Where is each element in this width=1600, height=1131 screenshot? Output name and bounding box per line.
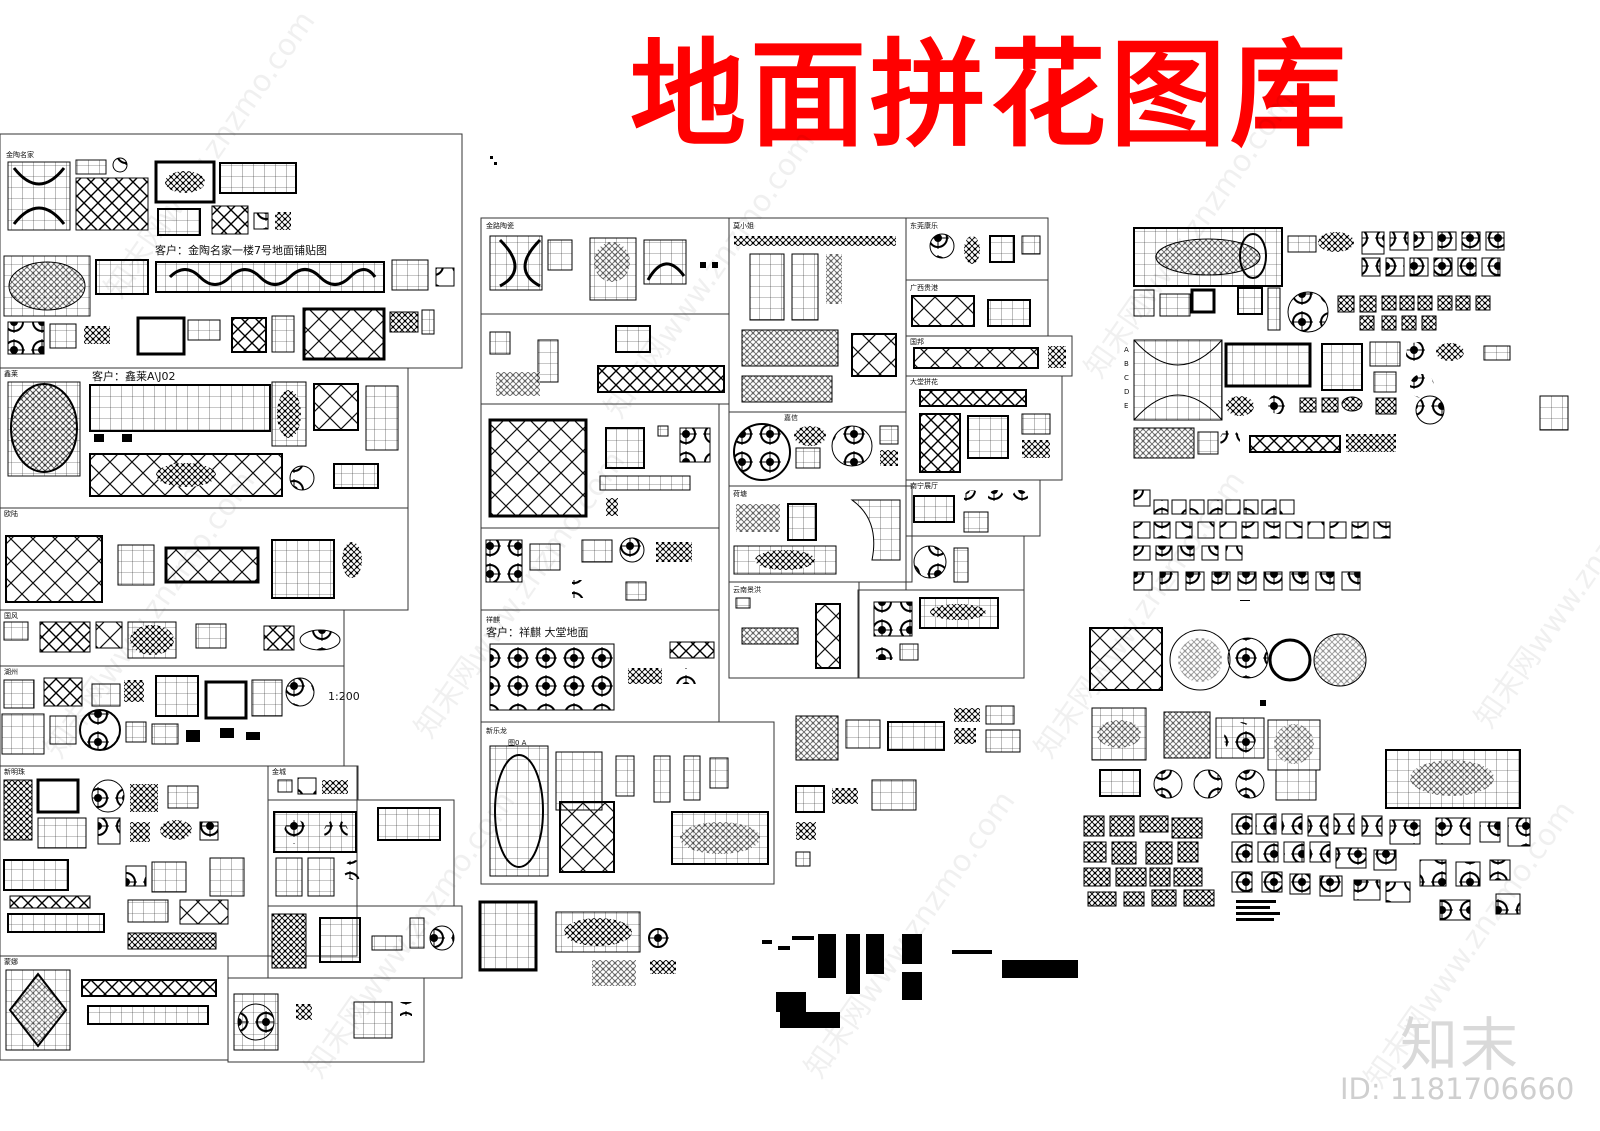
right-cluster-top bbox=[1133, 227, 1505, 333]
sheet-label: 新明珠 bbox=[4, 767, 25, 776]
sheet-label: 金城 bbox=[272, 767, 286, 776]
sheet-label: 金陶名家 bbox=[6, 150, 34, 159]
dimension-label: 1:200 bbox=[328, 690, 360, 703]
sheet-jincheng-b bbox=[480, 313, 730, 405]
stray-marks bbox=[490, 156, 1266, 706]
sheet-label: 大堂拼花 bbox=[910, 377, 938, 386]
sheet-xiangqi: 祥麒 客户：祥麒 大堂地面 bbox=[480, 609, 720, 723]
svg-text:A: A bbox=[1124, 346, 1129, 354]
sheet-mengna: 蒙娜 bbox=[0, 955, 229, 1061]
sheet-label: 国邦 bbox=[910, 337, 924, 346]
sheet-jinlu-taoci bbox=[480, 527, 720, 611]
sheet-xinlelong: 新乐龙 图0 A bbox=[480, 721, 775, 885]
sheet-label: 东莞康乐 bbox=[910, 221, 938, 230]
sheet-label: 广西贵港 bbox=[910, 283, 938, 292]
sheet-nanning: 南宁展厅 bbox=[905, 479, 1041, 537]
sheet-jincheng: 金城 bbox=[227, 765, 463, 1063]
svg-text:B: B bbox=[1124, 360, 1129, 368]
sheet-yunnan: 云南景洪 bbox=[728, 535, 1025, 679]
sheet-guofeng: 国风 bbox=[0, 609, 345, 667]
right-cluster-bottom bbox=[1083, 627, 1531, 921]
sheet-label: 南宁展厅 bbox=[910, 481, 938, 490]
svg-text:E: E bbox=[1124, 402, 1128, 410]
sheet-jinlu: 金路陶瓷 bbox=[480, 217, 730, 315]
sheet-guobang: 国邦 bbox=[905, 335, 1073, 377]
sheet-client: 客户：鑫莱A\J02 bbox=[92, 369, 175, 383]
sheet-xinlai: 鑫莱 客户：鑫莱A\J02 bbox=[0, 367, 409, 509]
sheet-oulu: 欧陆 bbox=[0, 507, 409, 611]
svg-text:D: D bbox=[1124, 388, 1129, 396]
sheet-label: 荷塘 bbox=[733, 489, 747, 498]
sheet-label: 蒙娜 bbox=[4, 957, 18, 966]
sheet-label: 莫小姐 bbox=[733, 221, 754, 230]
sheet-guangxi: 广西贵港 bbox=[905, 279, 1049, 337]
right-cluster-mid bbox=[1133, 427, 1396, 591]
sheet-jintao: 金陶名家 客户：金陶名家一楼7号地面铺贴图 bbox=[0, 133, 463, 369]
sheet-label: 金路陶瓷 bbox=[486, 221, 514, 230]
loose-drawings-center bbox=[762, 705, 1078, 1028]
sheet-label: 鑫莱 bbox=[4, 369, 18, 378]
sheet-mo-xiaojie: 莫小姐 bbox=[728, 217, 907, 413]
loose-drawings-mid bbox=[478, 900, 676, 986]
sheet-label: 新乐龙 bbox=[486, 726, 507, 735]
svg-text:知末网www.znzmo.com: 知末网www.znzmo.com bbox=[1468, 435, 1600, 735]
sheet-label: 嘉信 bbox=[784, 413, 798, 422]
watermark-id: ID: 1181706660 bbox=[1340, 1072, 1575, 1106]
sheet-dongguan: 东莞康乐 bbox=[905, 217, 1049, 281]
sheet-label: 国风 bbox=[4, 612, 18, 620]
sheet-jiaxin: 嘉信 bbox=[728, 411, 907, 487]
sheet-label: 祥麒 bbox=[486, 615, 500, 624]
page-title: 地面拼花图库 bbox=[630, 28, 1350, 163]
sheet-label: 湖州 bbox=[4, 667, 18, 676]
right-cluster-letters: A B C D E bbox=[1124, 339, 1569, 431]
sheet-label: 图0 A bbox=[508, 739, 527, 747]
sheet-hetang: 荷塘 bbox=[728, 485, 913, 583]
watermark-logo: 知末 bbox=[1400, 1011, 1521, 1079]
sheet-jiaxin-mid bbox=[480, 403, 720, 529]
svg-text:C: C bbox=[1124, 374, 1129, 382]
sheet-huzhou: 湖州 1:200 bbox=[0, 665, 360, 767]
sheet-label: 云南景洪 bbox=[733, 585, 761, 594]
sheet-datang: 大堂拼花 bbox=[905, 375, 1063, 481]
sheet-client: 客户：祥麒 大堂地面 bbox=[486, 625, 589, 639]
sheet-label: 欧陆 bbox=[4, 509, 18, 518]
sheet-client: 客户：金陶名家一楼7号地面铺贴图 bbox=[155, 243, 327, 257]
